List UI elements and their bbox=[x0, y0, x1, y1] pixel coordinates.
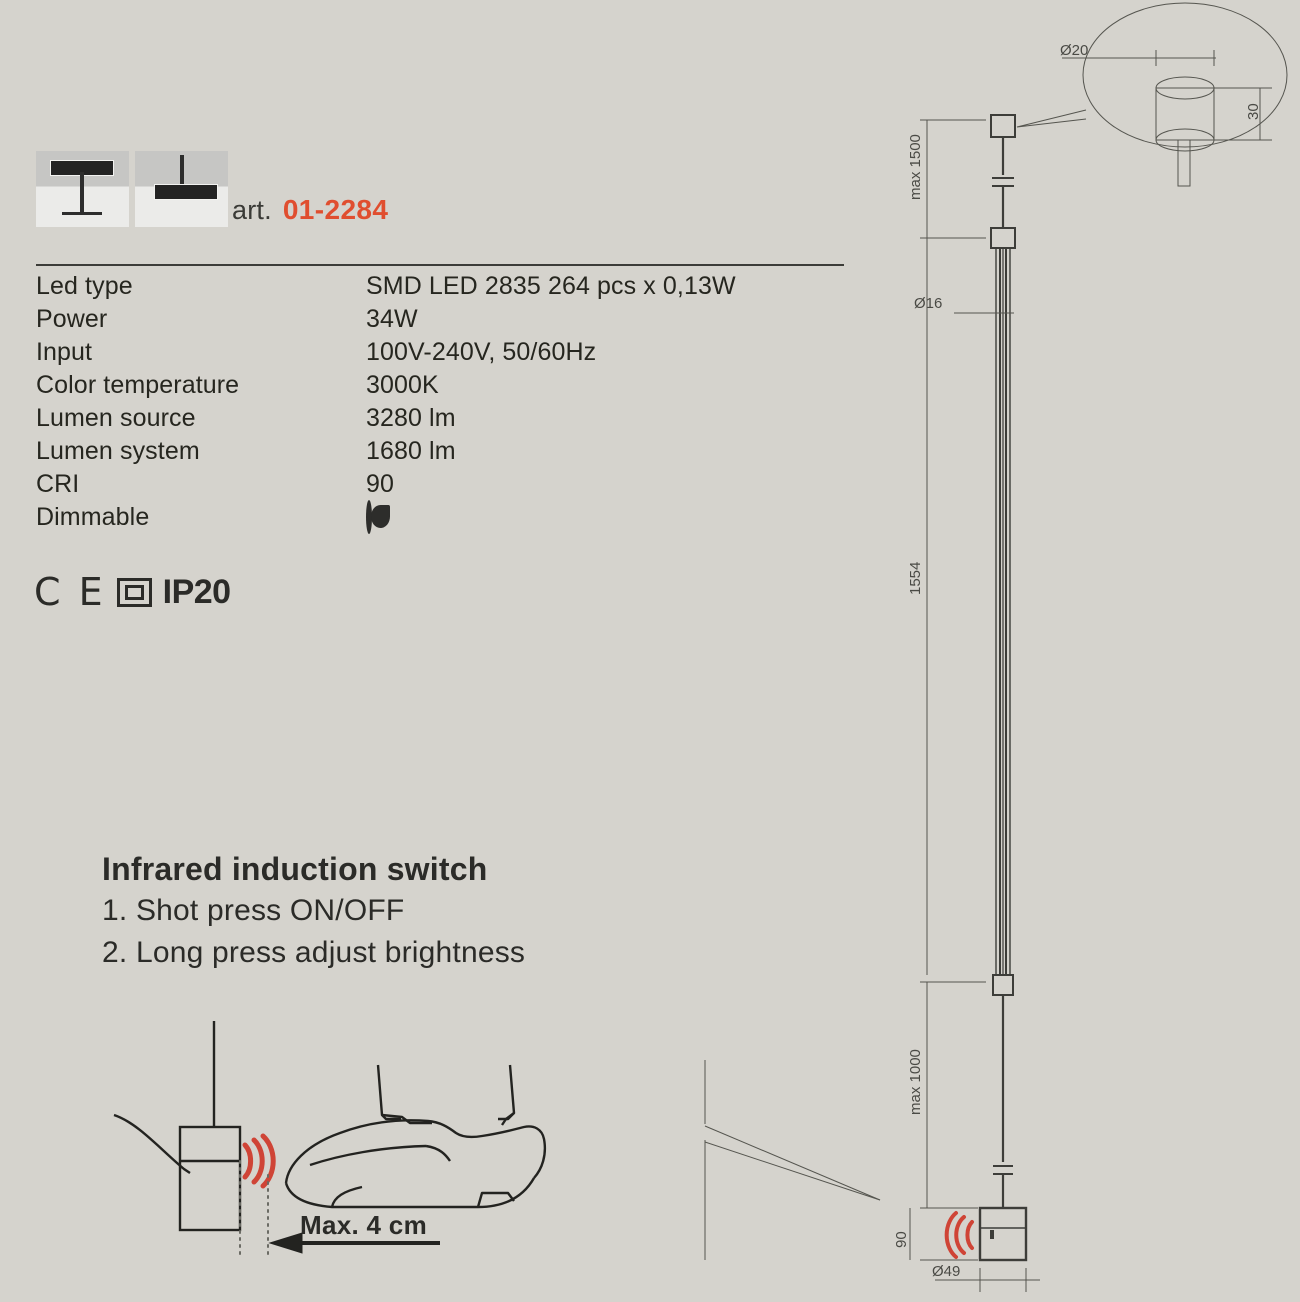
max-distance-arrow bbox=[268, 1232, 440, 1254]
table-row: Lumen source 3280 lm bbox=[36, 404, 856, 437]
dim-label-max-1000: max 1000 bbox=[907, 1049, 924, 1115]
table-row: Dimmable bbox=[36, 500, 856, 543]
table-row: Lumen system 1680 lm bbox=[36, 437, 856, 470]
spec-value: 1680 lm bbox=[366, 437, 456, 465]
class-2-double-insulation-icon bbox=[116, 577, 152, 607]
spec-key: Input bbox=[36, 338, 93, 366]
bottom-sensor-module bbox=[978, 1206, 1028, 1262]
dim-label-max-1500: max 1500 bbox=[907, 134, 924, 200]
spec-value: 90 bbox=[366, 470, 395, 498]
sensor-window bbox=[990, 1230, 994, 1239]
canopy-stem bbox=[1177, 139, 1191, 187]
spec-key: Lumen system bbox=[36, 437, 200, 465]
dimension-body-length: 1554 bbox=[907, 238, 928, 975]
dim-label-diameter-49: Ø49 bbox=[932, 1263, 960, 1280]
mounting-type-icons bbox=[36, 151, 228, 227]
spec-key: Led type bbox=[36, 272, 133, 300]
ceiling-canopy bbox=[990, 114, 1016, 138]
spec-value: SMD LED 2835 264 pcs x 0,13W bbox=[366, 272, 736, 300]
article-number: 01-2284 bbox=[282, 194, 389, 225]
spec-value: 3280 lm bbox=[366, 404, 456, 432]
dim-label-diameter-16: Ø16 bbox=[914, 295, 942, 312]
dimension-base-height: 90 bbox=[893, 1208, 978, 1261]
article-number-row: art. 01-2284 bbox=[232, 194, 388, 226]
infrared-waves-icon bbox=[242, 1133, 276, 1189]
table-row: CRI 90 bbox=[36, 470, 856, 503]
ip-rating-label: IP20 bbox=[162, 572, 231, 611]
max-distance-label: Max. 4 cm bbox=[300, 1210, 427, 1240]
dim-label-1554: 1554 bbox=[907, 562, 924, 595]
certification-marks: C E IP20 bbox=[34, 570, 231, 614]
ceiling-suspension-icon bbox=[36, 151, 129, 227]
dim-label-90: 90 bbox=[893, 1231, 910, 1248]
dim-detail-diameter: Ø20 bbox=[1060, 42, 1088, 59]
table-row: Power 34W bbox=[36, 305, 856, 338]
dimmable-icon bbox=[366, 500, 372, 534]
angle-detail-drawing bbox=[672, 1052, 892, 1302]
spec-table-rule bbox=[36, 264, 844, 266]
spec-key: Color temperature bbox=[36, 371, 240, 399]
table-row: Color temperature 3000K bbox=[36, 371, 856, 404]
shoe-icon bbox=[284, 1064, 547, 1209]
spec-table: Led type SMD LED 2835 264 pcs x 0,13W Po… bbox=[36, 272, 856, 543]
dimension-base-diameter: Ø49 bbox=[932, 1263, 1040, 1292]
table-row: Led type SMD LED 2835 264 pcs x 0,13W bbox=[36, 272, 856, 305]
sensor-module bbox=[178, 1125, 242, 1232]
suspension-with-base-icon bbox=[135, 151, 228, 227]
ce-mark-icon: C E bbox=[34, 570, 106, 614]
dimension-drop-max: max 1000 bbox=[907, 981, 986, 1209]
infrared-section-title: Infrared induction switch bbox=[102, 851, 488, 887]
power-cable bbox=[113, 1113, 191, 1174]
article-label: art. bbox=[232, 195, 272, 225]
table-row: Input 100V-240V, 50/60Hz bbox=[36, 338, 856, 371]
technical-elevation-drawing: Ø20 30 bbox=[880, 0, 1300, 1300]
luminaire-tube bbox=[995, 248, 1011, 975]
spec-key: Power bbox=[36, 305, 108, 333]
infrared-waves-icon bbox=[944, 1211, 974, 1259]
spec-key: CRI bbox=[36, 470, 80, 498]
spec-key: Lumen source bbox=[36, 404, 196, 432]
infrared-step-2: 2. Long press adjust brightness bbox=[102, 936, 526, 969]
dimension-suspension-max: max 1500 bbox=[907, 119, 986, 239]
spec-value: 3000K bbox=[366, 371, 439, 399]
dimension-rod-diameter: Ø16 bbox=[914, 295, 1014, 314]
dim-detail-height: 30 bbox=[1245, 103, 1262, 120]
foot-sensing-diagram bbox=[110, 1015, 580, 1290]
spec-value: 100V-240V, 50/60Hz bbox=[366, 338, 597, 366]
top-connector bbox=[990, 227, 1016, 249]
bottom-connector bbox=[992, 974, 1014, 996]
spec-value: 34W bbox=[366, 305, 418, 333]
spec-key: Dimmable bbox=[36, 503, 150, 531]
infrared-step-1: 1. Shot press ON/OFF bbox=[102, 894, 405, 927]
detail-callout: Ø20 30 bbox=[1016, 2, 1288, 187]
